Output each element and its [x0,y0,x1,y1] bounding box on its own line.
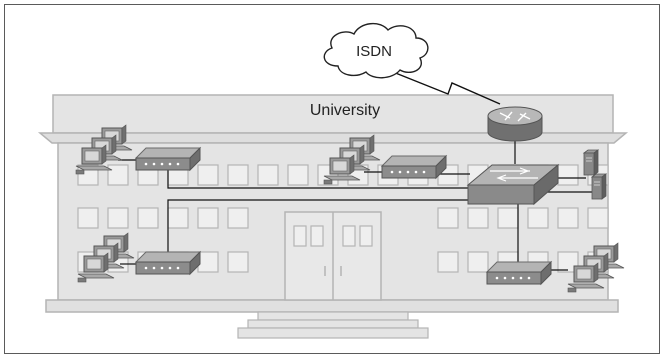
switch-icon [466,163,560,206]
building-label: University [310,102,380,119]
building-base [45,299,619,313]
hub-icon [381,155,447,179]
building-step [257,311,409,321]
building-step [237,327,429,339]
hub-icon [135,147,201,171]
hub-icon [135,251,201,275]
hub-icon [486,261,552,285]
link-hub-tl-switch [167,170,468,189]
serial-link-icon [387,69,501,105]
building-cornice [37,132,629,144]
building-door [284,211,382,301]
cloud-icon [323,23,429,79]
cloud-label: ISDN [356,43,392,60]
router-icon [487,106,543,142]
building-step [247,319,419,329]
isdn-cloud: ISDN [323,23,429,79]
link-hub-bl-switch [167,199,468,253]
